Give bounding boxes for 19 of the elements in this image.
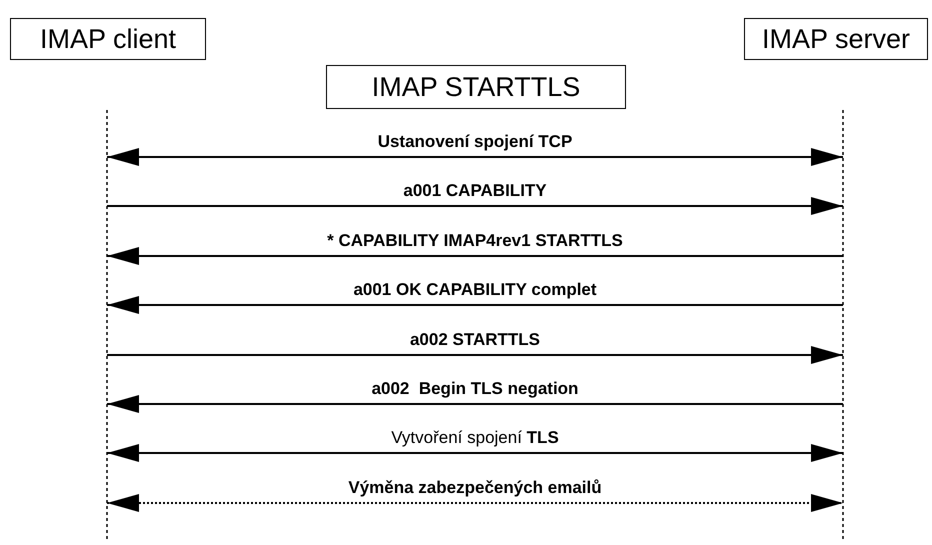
message-label: a002 STARTTLS — [410, 330, 540, 350]
message-label: Ustanovení spojení TCP — [378, 132, 572, 152]
message-arrow — [107, 247, 843, 265]
message-label: Vytvoření spojení TLS — [391, 428, 559, 448]
message-arrow — [107, 444, 843, 462]
message-arrow — [107, 197, 843, 215]
message-arrow — [107, 395, 843, 413]
message-arrow — [107, 148, 843, 166]
message-label: Výměna zabezpečených emailů — [348, 478, 602, 498]
participant-box: IMAP server — [744, 18, 928, 60]
title-box: IMAP STARTTLS — [326, 65, 626, 109]
message-label: * CAPABILITY IMAP4rev1 STARTTLS — [327, 231, 623, 251]
message-arrow — [107, 346, 843, 364]
message-label: a001 CAPABILITY — [403, 181, 547, 201]
message-arrow — [107, 494, 843, 512]
participant-box: IMAP client — [10, 18, 206, 60]
message-arrow — [107, 296, 843, 314]
message-label: a002 Begin TLS negation — [372, 379, 578, 399]
message-label: a001 OK CAPABILITY complet — [353, 280, 597, 300]
